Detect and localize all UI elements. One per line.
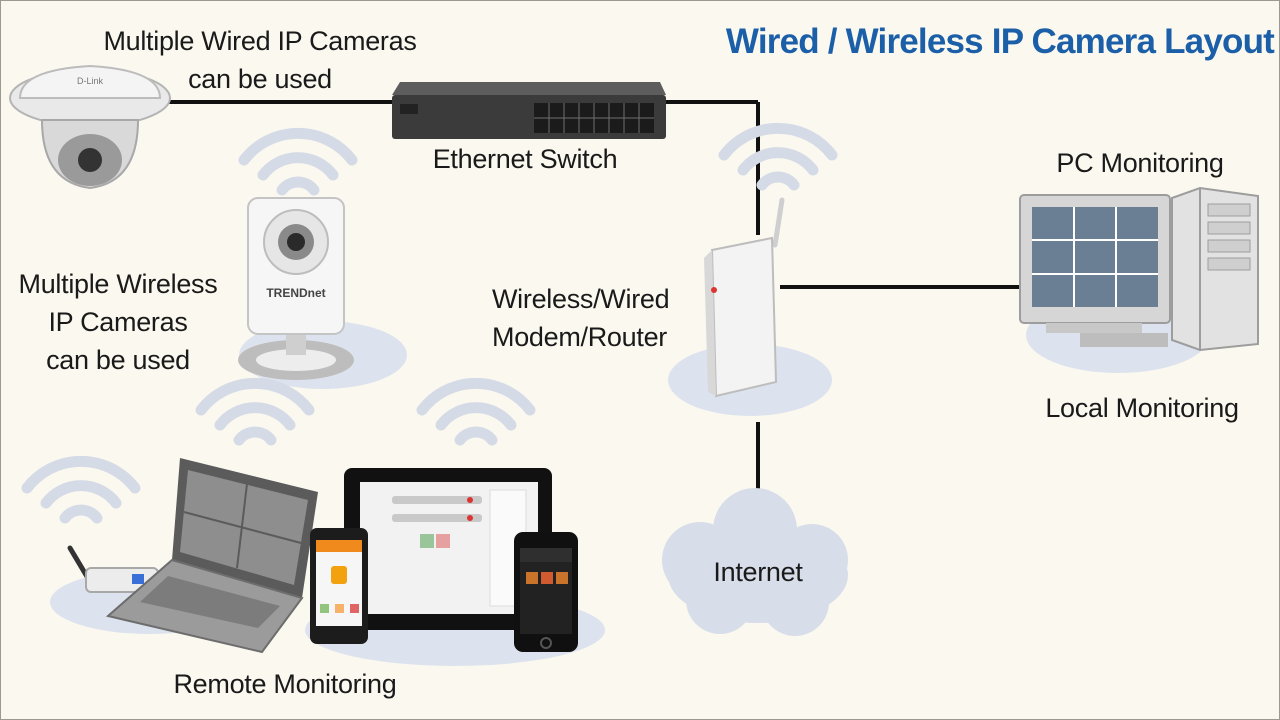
diagram-title: Wired / Wireless IP Camera Layout <box>725 22 1275 61</box>
connector-lines <box>160 100 1022 512</box>
wired-cameras-label-line: Multiple Wired IP Cameras <box>103 26 417 56</box>
dome-camera-icon: D-Link <box>9 64 171 190</box>
wireless-cameras-label-line: can be used <box>46 345 190 375</box>
laptop-icon <box>105 458 318 654</box>
router-icon <box>704 197 785 398</box>
wireless-cameras-label: Multiple Wireless IP Cameras can be used <box>0 265 236 379</box>
pc-monitor-icon <box>1019 194 1171 347</box>
internet-cloud <box>662 488 848 636</box>
wired-cameras-label: Multiple Wired IP Cameras can be used <box>60 22 460 98</box>
wireless-cameras-label-line: IP Cameras <box>48 307 188 337</box>
wifi-icon <box>21 122 838 524</box>
pc-tower-icon <box>1171 186 1259 352</box>
wired-cameras-label-line: can be used <box>188 64 332 94</box>
router-label-line: Modem/Router <box>492 322 667 352</box>
ethernet-switch-label: Ethernet Switch <box>432 144 618 174</box>
ethernet-switch-icon <box>392 82 666 139</box>
tablet-icon <box>344 468 552 630</box>
local-monitoring-label: Local Monitoring <box>1045 393 1239 423</box>
pc-monitoring-label: PC Monitoring <box>1056 148 1224 178</box>
android-phone-icon <box>310 528 368 644</box>
internet-label: Internet <box>713 557 803 587</box>
wireless-cameras-label-line: Multiple Wireless <box>18 269 218 299</box>
router-label-line: Wireless/Wired <box>492 284 670 314</box>
wireless-camera-icon: TRENDnet <box>238 197 354 380</box>
remote-monitoring-label: Remote Monitoring <box>173 669 397 699</box>
dome-camera-brand: D-Link <box>77 76 104 86</box>
router-label: Wireless/Wired Modem/Router <box>492 280 670 356</box>
wireless-camera-brand: TRENDnet <box>266 286 325 300</box>
iphone-icon <box>514 532 578 652</box>
